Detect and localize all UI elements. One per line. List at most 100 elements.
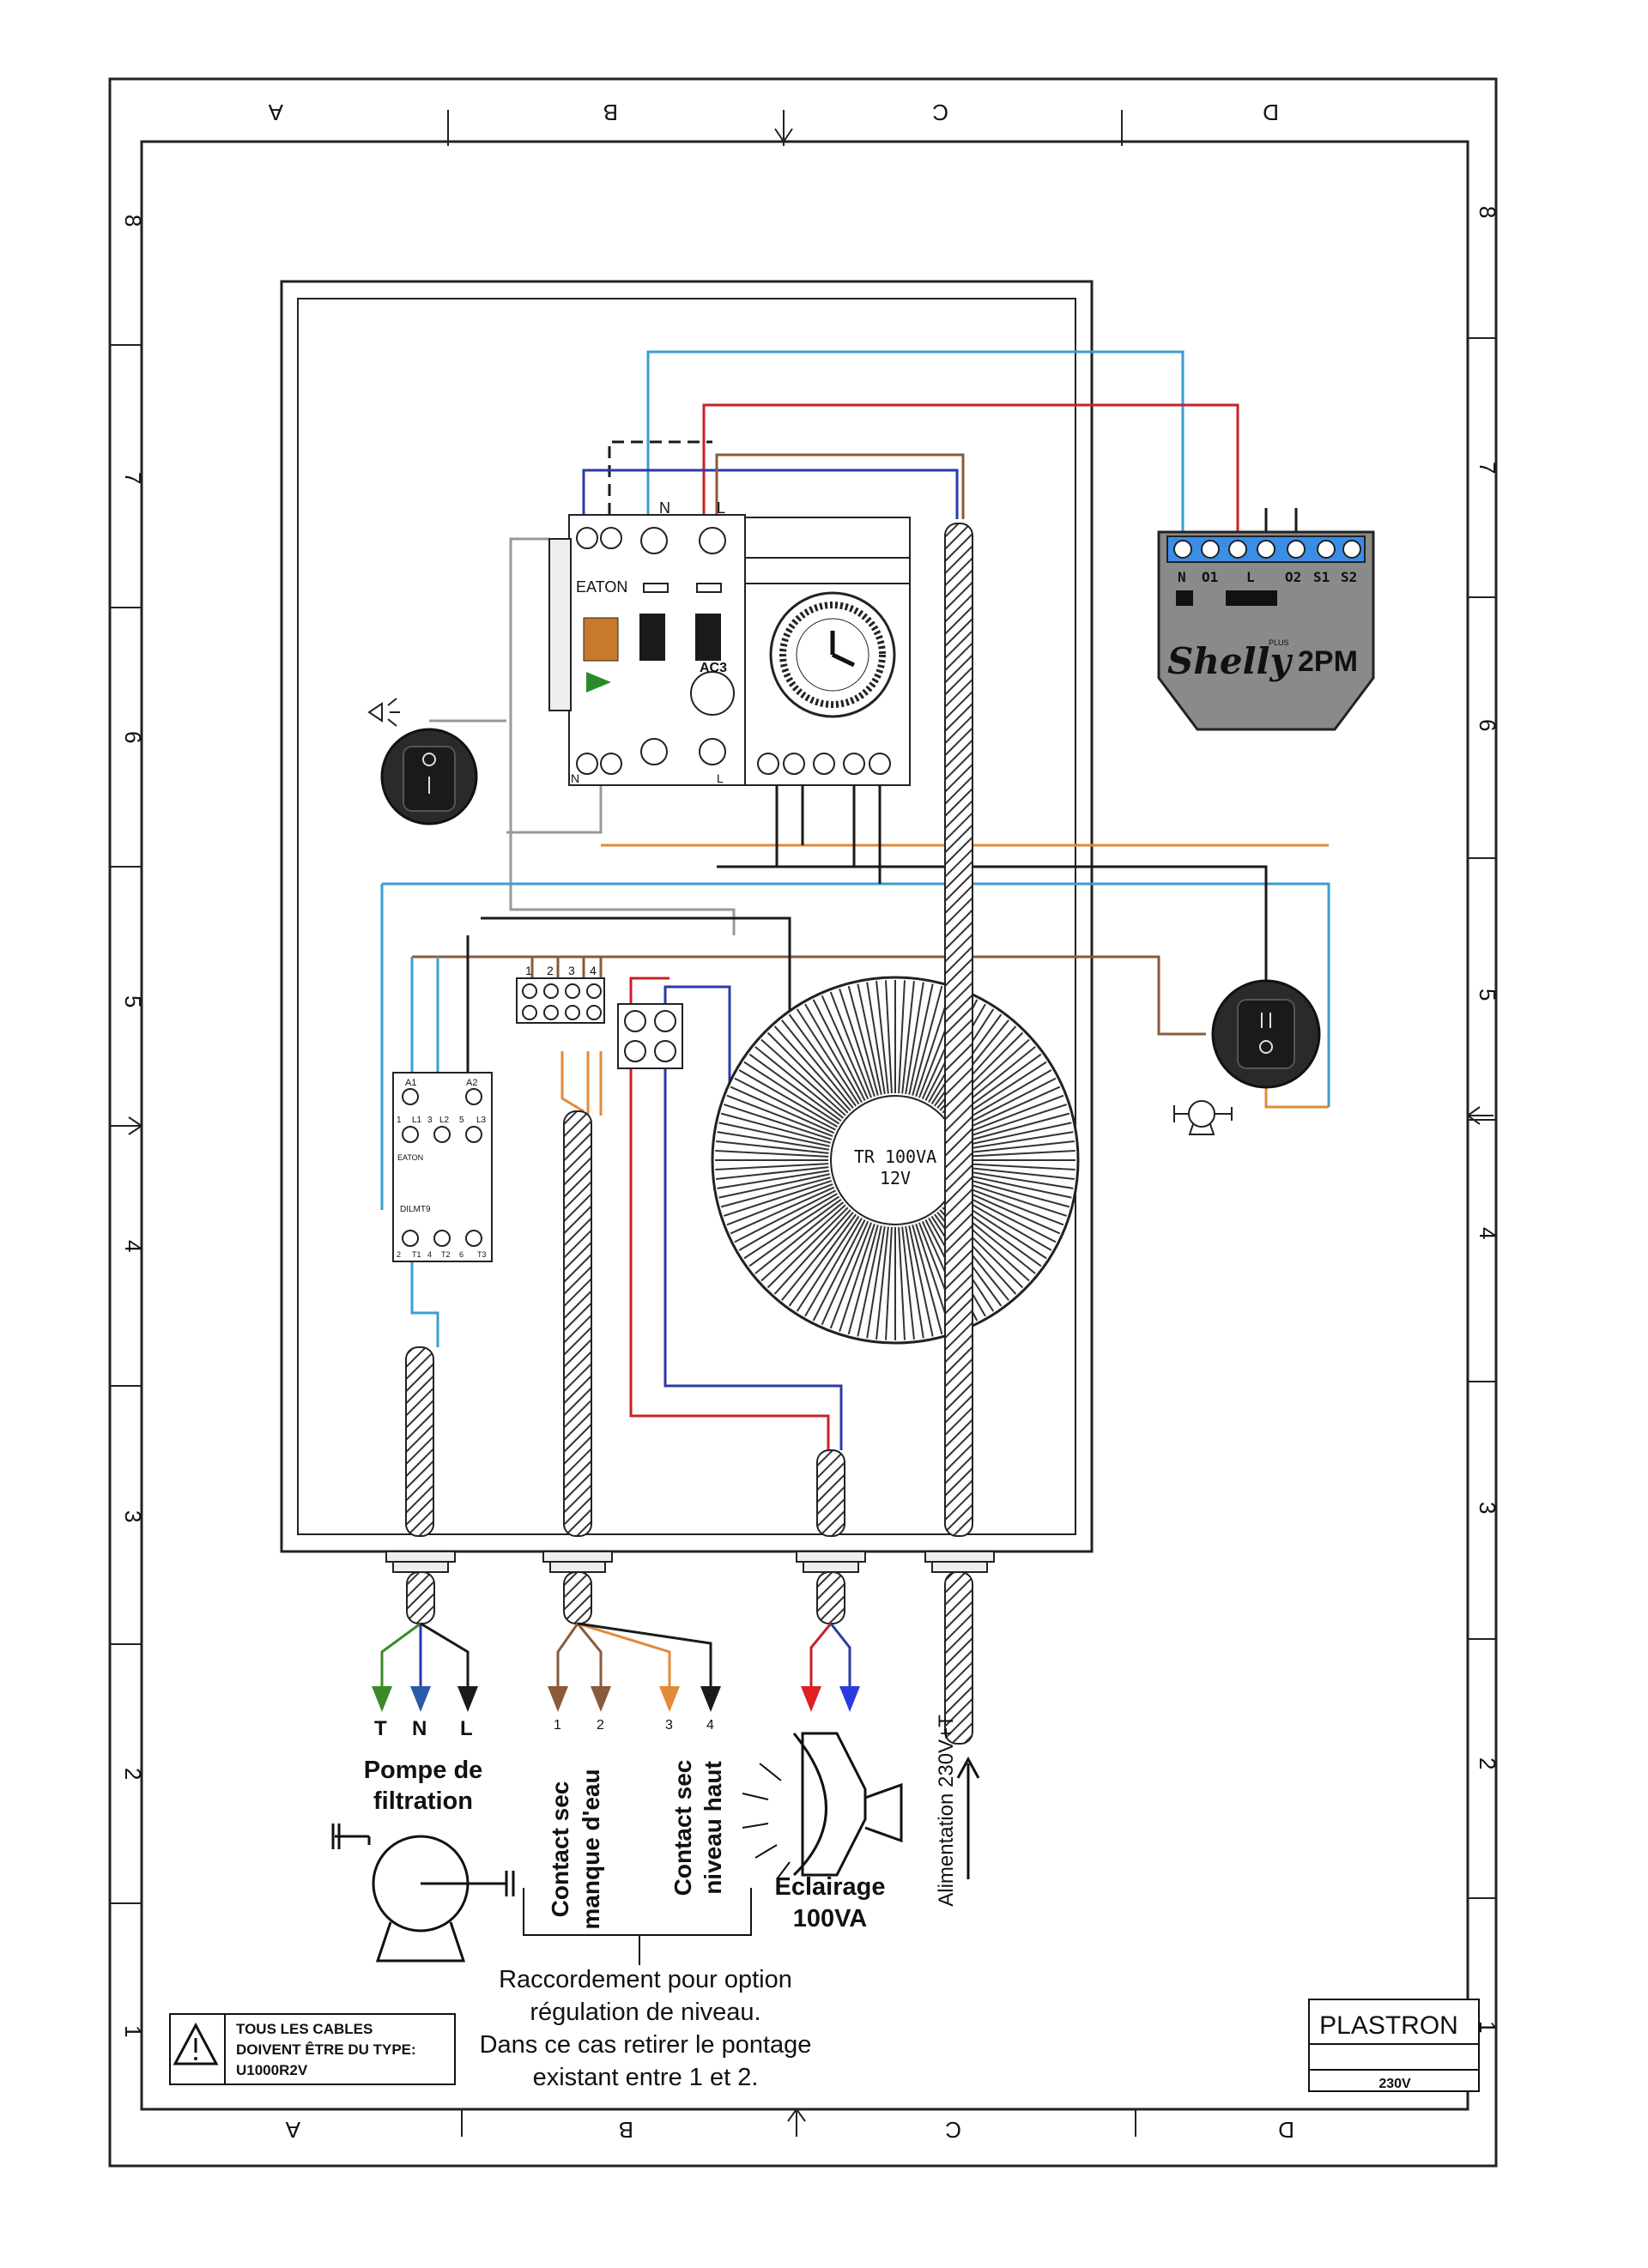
row-label: 5 (1475, 989, 1500, 1001)
dry-contact-high-label: Contact sec niveau haut (670, 1760, 726, 1896)
winding-line (955, 1086, 1061, 1134)
breaker-terminal-l-bottom: L (717, 771, 724, 785)
level-wire-label: 3 (665, 1718, 673, 1733)
enclosure (280, 280, 1094, 1553)
contactor-terminal-label: T1 (412, 1250, 421, 1259)
winding-line (715, 1163, 829, 1170)
breaker-toggle (639, 614, 665, 661)
winding-line (754, 1201, 845, 1274)
note-line: régulation de niveau. (530, 1999, 760, 2026)
coil-terminal-label: A1 (405, 1078, 416, 1088)
shelly-model: 2PM (1298, 645, 1358, 678)
row-label: 2 (120, 1768, 146, 1780)
timer-terminals (757, 753, 891, 775)
contactor-terminal-label: 1 (397, 1116, 402, 1125)
lighting-cable-ends (801, 1623, 860, 1712)
winding-line (961, 1166, 1075, 1180)
winding-line (717, 1131, 830, 1151)
winding-line (788, 1013, 857, 1107)
frame-row-labels-left: 8 7 6 5 4 3 2 1 (120, 215, 146, 2037)
warning-icon (173, 2022, 219, 2065)
column-label: B (603, 100, 618, 125)
level-wire-label: 4 (706, 1718, 714, 1733)
winding-line (905, 982, 924, 1095)
winding-line (839, 988, 876, 1098)
winding-line (754, 1046, 845, 1119)
shelly-terminal-label: S1 (1313, 569, 1330, 585)
winding-line (898, 980, 906, 1094)
pump-wire-label-neutral: N (412, 1717, 427, 1740)
winding-line (796, 1008, 860, 1105)
cable-type-warning: TOUS LES CABLES DOIVENT ÊTRE DU TYPE: U1… (169, 2013, 456, 2085)
contactor-model: DILMT9 (400, 1205, 431, 1214)
row-label: 5 (120, 995, 146, 1007)
contactor: A1 A2 1 L1 3 L2 5 L3 EATON DILMT9 2 T1 4… (392, 1072, 493, 1262)
breaker-terminal-n: N (659, 499, 670, 517)
winding-line (866, 1225, 886, 1339)
winding-line (781, 1211, 854, 1301)
breaker-toggle (695, 614, 721, 661)
winding-line (829, 1222, 872, 1329)
winding-line (847, 985, 879, 1096)
winding-line (908, 1225, 934, 1337)
winding-line (748, 1053, 842, 1122)
row-label: 7 (120, 472, 146, 484)
row-label: 4 (120, 1240, 146, 1252)
pump-cable (405, 1346, 434, 1537)
winding-line (717, 1170, 830, 1189)
lamp-symbol-icon (742, 1732, 903, 1880)
winding-line (715, 1150, 829, 1158)
row-label: 7 (1475, 462, 1500, 474)
title-block-title: PLASTRON (1319, 2011, 1458, 2040)
winding-line (738, 1193, 838, 1251)
winding-line (885, 1226, 893, 1340)
level-regulation-note: Raccordement pour option régulation de n… (480, 1966, 812, 2091)
winding-line (958, 1104, 1068, 1140)
winding-line (773, 1025, 851, 1111)
lighting-cable (816, 1449, 845, 1537)
column-label: D (1278, 2117, 1294, 2143)
terminal-number: 3 (568, 964, 575, 977)
shelly-terminal-label: S2 (1341, 569, 1357, 585)
winding-line (857, 983, 882, 1095)
winding-line (723, 1180, 833, 1217)
rotary-selector-icon (690, 671, 735, 716)
shelly-2pm-module: N O1 L O2 S1 S2 Shelly 2PM PLUS (1157, 530, 1375, 731)
winding-line (812, 1219, 866, 1321)
timer-module (744, 517, 911, 786)
breaker-bottom-terminals: N L (571, 738, 726, 785)
winding-line (839, 1223, 876, 1333)
winding-line (781, 1019, 854, 1110)
winding-line (773, 1209, 851, 1295)
lighting-label-line1: Eclairage (775, 1873, 886, 1901)
pump-wire-label-earth: T (374, 1717, 387, 1740)
column-label: C (932, 100, 948, 125)
winding-line (748, 1199, 842, 1267)
warning-line2: DOIVENT ÊTRE DU TYPE: (236, 2041, 416, 2058)
winding-line (866, 982, 886, 1095)
column-label: B (619, 2117, 633, 2143)
timer-model: AC3 (700, 661, 727, 675)
winding-line (730, 1086, 835, 1134)
winding-line (766, 1207, 849, 1289)
shelly-terminal-label: N (1178, 569, 1186, 585)
winding-line (960, 1170, 1074, 1189)
contactor-terminal-label: L2 (439, 1116, 450, 1125)
supply-cable (944, 523, 973, 1537)
winding-line (804, 1218, 863, 1317)
transformer-rating: TR 100VA (854, 1146, 936, 1167)
winding-line (857, 1225, 882, 1337)
row-label: 3 (1475, 1502, 1500, 1514)
title-block: PLASTRON 230V (1308, 1999, 1480, 2092)
row-label: 8 (120, 215, 146, 227)
winding-line (766, 1031, 849, 1114)
supply-label: Alimentation 230V+T (935, 1715, 958, 1907)
winding-line (821, 1220, 869, 1326)
pump-label-line2: filtration (373, 1787, 473, 1815)
contactor-terminal-label: T2 (441, 1250, 451, 1259)
dry-contact-low-line2: manque d'eau (578, 1769, 604, 1929)
winding-line (876, 1226, 889, 1340)
terminal-number: 4 (590, 964, 597, 977)
winding-line (829, 991, 872, 1098)
